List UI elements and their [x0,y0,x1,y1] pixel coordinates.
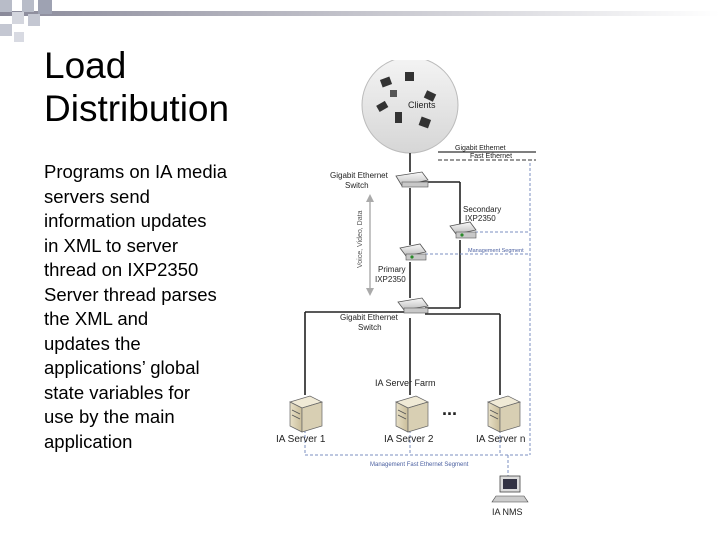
bullet-line: thread on IXP2350 [44,259,199,280]
nms-label: IA NMS [492,507,523,517]
bullet-line: use by the main [44,406,175,427]
bullet-item: Server thread parses the XML and updates… [44,283,269,455]
clients-label: Clients [408,100,436,110]
primary-label: Primary [378,265,406,274]
server-farm-label: IA Server Farm [375,378,436,388]
top-switch-label: Switch [345,181,369,190]
client-device-icon [376,72,437,129]
top-switch: Gigabit Ethernet Switch [330,171,429,190]
nms-computer-icon [491,475,529,503]
mgmt-segment-label: Management Segment [468,248,524,254]
secondary-label: Secondary [463,205,501,214]
legend-fast: Fast Ethernet [470,153,512,160]
decorative-squares [0,0,720,42]
more-servers-ellipsis: ... [442,399,457,419]
bullet-line: Server thread parses [44,283,217,305]
bullet-line: state variables for [44,381,191,403]
bottom-switch-label: Gigabit Ethernet [340,313,399,322]
traffic-arrow: Voice, Video, Data [357,194,374,296]
network-diagram: Clients Gigabit Ethernet Fast Ethernet [276,60,536,517]
bottom-switch-label: Switch [358,323,382,332]
voice-video-data-label: Voice, Video, Data [357,210,364,268]
bullet-line: servers send [44,185,150,207]
legend: Gigabit Ethernet Fast Ethernet [438,145,536,161]
bullet-line: application [44,430,133,452]
server-label: IA Server 2 [384,434,434,445]
server-icon [289,395,323,433]
clients-cloud: Clients [361,60,459,154]
bullet-item: Programs on IA media servers send inform… [44,160,269,283]
bullet-line: information updates [44,210,207,231]
slide-title: Load Distribution [44,44,304,130]
server-label: IA Server n [476,434,525,445]
top-switch-label: Gigabit Ethernet [330,171,389,180]
bullet-line: Programs on IA media [44,161,228,182]
header-gradient-bar [0,11,720,16]
server-label: IA Server 1 [276,434,326,445]
mgmt-segment-bottom-label: Management Fast Ethernet Segment [370,462,469,468]
primary-label: IXP2350 [375,275,406,284]
title-line: Load [44,45,127,86]
secondary-ixp2350: Secondary IXP2350 [449,205,501,239]
bullet-line: in XML to server [44,234,178,256]
bottom-switch: Gigabit Ethernet Switch [340,297,429,332]
management-links [304,163,531,478]
bullet-list: Programs on IA media servers send inform… [44,160,269,454]
server-icon [395,395,429,433]
title-line: Distribution [44,88,230,129]
bullet-line: the XML and [44,308,149,329]
gigabit-links [304,153,501,395]
bullet-line: applications’ global [44,357,200,378]
secondary-label: IXP2350 [465,214,496,223]
primary-ixp2350: Primary IXP2350 [375,243,427,284]
legend-gigabit: Gigabit Ethernet [455,145,506,152]
server-icon [487,395,521,433]
bullet-line: updates the [44,332,141,354]
